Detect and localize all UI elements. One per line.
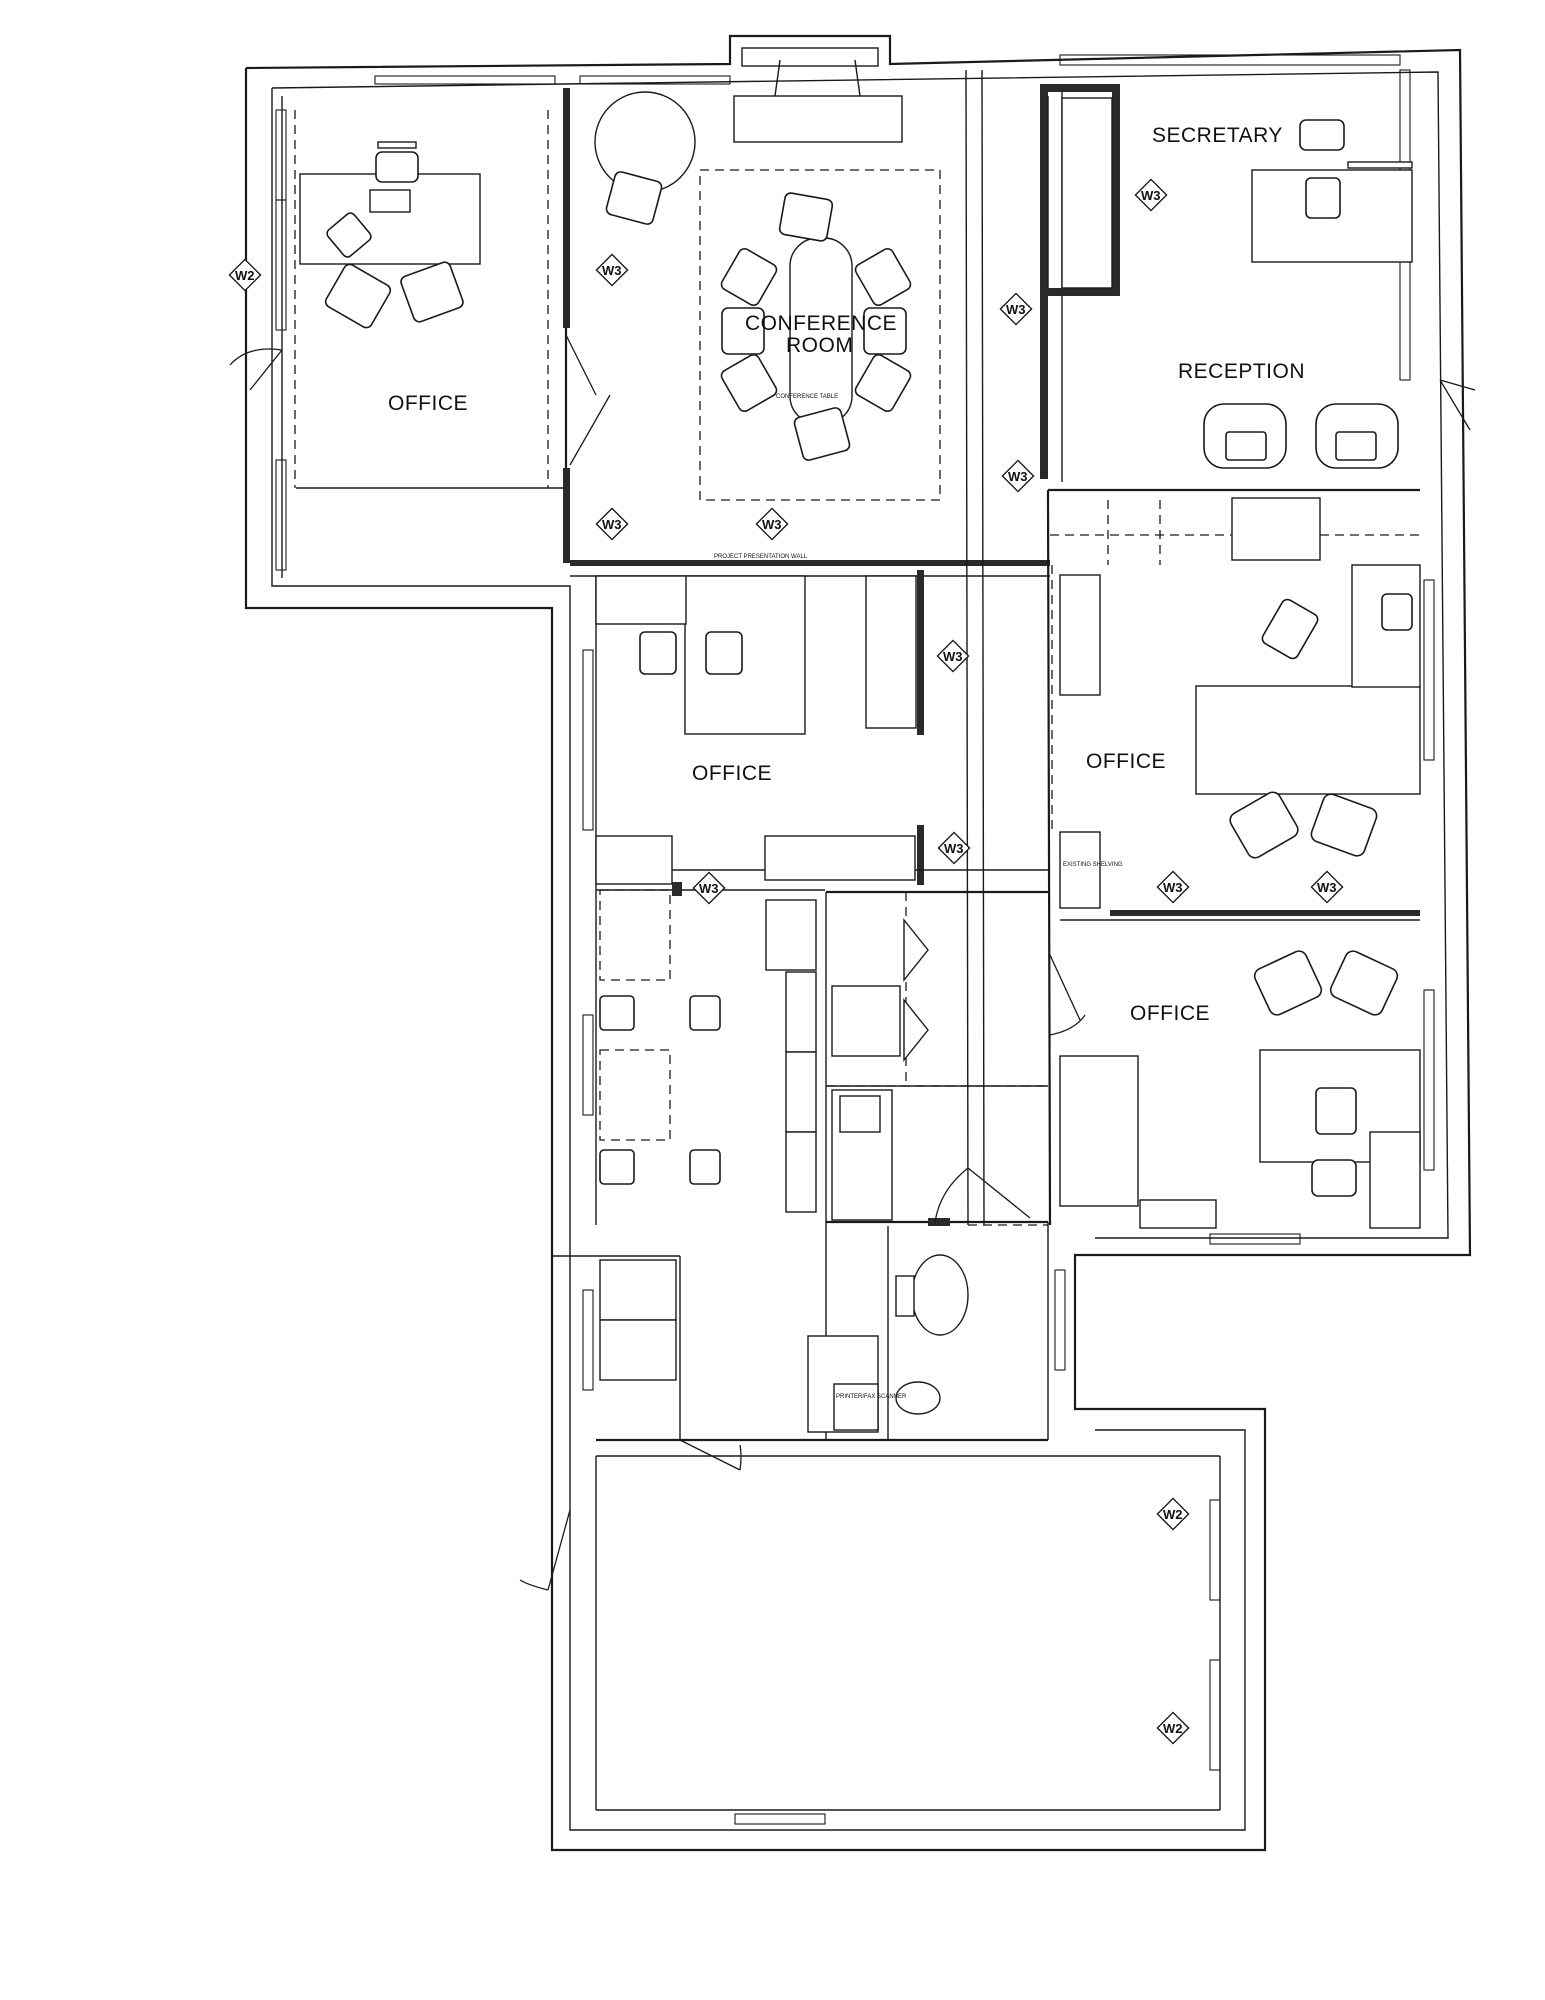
toilet xyxy=(911,1254,969,1336)
svg-text:W3: W3 xyxy=(1317,880,1337,895)
svg-text:W3: W3 xyxy=(1163,880,1183,895)
chairs xyxy=(324,119,1413,1197)
label-reception: RECEPTION xyxy=(1178,360,1305,383)
label-office-east-upper: OFFICE xyxy=(1086,750,1166,773)
svg-text:W3: W3 xyxy=(1141,188,1161,203)
svg-text:W3: W3 xyxy=(1006,302,1026,317)
label-presentation-wall: PROJECT PRESENTATION WALL xyxy=(714,554,808,560)
doors xyxy=(229,334,1476,1591)
svg-text:W3: W3 xyxy=(944,841,964,856)
window-tags: W2 W3 W3 W3 W3 W3 W3 W3 xyxy=(228,178,1344,1745)
window-tag-w3-east-1: W3 xyxy=(1156,870,1190,904)
sink xyxy=(895,1381,941,1415)
label-office-northwest: OFFICE xyxy=(388,392,468,415)
svg-text:W2: W2 xyxy=(1163,1507,1183,1522)
svg-text:W3: W3 xyxy=(943,649,963,664)
window-tag-w3-conf-1: W3 xyxy=(595,253,629,287)
label-printer-fax: PRINTER/FAX SCANNER xyxy=(836,1394,907,1400)
svg-text:W2: W2 xyxy=(235,268,255,283)
label-secretary: SECRETARY xyxy=(1152,124,1283,147)
window-tag-w2-west: W2 xyxy=(228,258,262,292)
label-conference-line1: CONFERENCE xyxy=(745,312,897,335)
label-conference-table: CONFERENCE TABLE xyxy=(776,394,838,400)
svg-text:W3: W3 xyxy=(762,517,782,532)
window-tag-w3-corridor-1: W3 xyxy=(999,292,1033,326)
window-tag-w2-south-2: W2 xyxy=(1156,1711,1190,1745)
round-table xyxy=(594,91,696,193)
dashed-lines xyxy=(294,110,1420,1226)
desk xyxy=(299,173,481,265)
svg-text:W3: W3 xyxy=(699,881,719,896)
bay-window xyxy=(733,47,903,143)
window-tag-w3-conf-2: W3 xyxy=(595,507,629,541)
window-tag-w3-corridor-2: W3 xyxy=(1001,459,1035,493)
window-tag-w3-east-2: W3 xyxy=(1310,870,1344,904)
window-tag-w3-center-1: W3 xyxy=(936,639,970,673)
label-office-center: OFFICE xyxy=(692,762,772,785)
label-office-east-lower: OFFICE xyxy=(1130,1002,1210,1025)
svg-text:W3: W3 xyxy=(602,263,622,278)
window-tag-w3-center-2: W3 xyxy=(937,831,971,865)
furniture xyxy=(299,91,1421,1433)
windows xyxy=(275,54,1435,1825)
window-tag-w3-secretary: W3 xyxy=(1134,178,1168,212)
label-conference-line2: ROOM xyxy=(786,334,853,357)
window-tag-w2-south-1: W2 xyxy=(1156,1497,1190,1531)
window-tag-w3-conf-3: W3 xyxy=(755,507,789,541)
label-existing-shelving: EXISTING SHELVING xyxy=(1063,862,1123,868)
window-tag-w3-center-3: W3 xyxy=(692,871,726,905)
svg-text:W3: W3 xyxy=(602,517,622,532)
exterior-walls xyxy=(244,34,1472,1852)
svg-text:W2: W2 xyxy=(1163,1721,1183,1736)
svg-text:W3: W3 xyxy=(1008,469,1028,484)
